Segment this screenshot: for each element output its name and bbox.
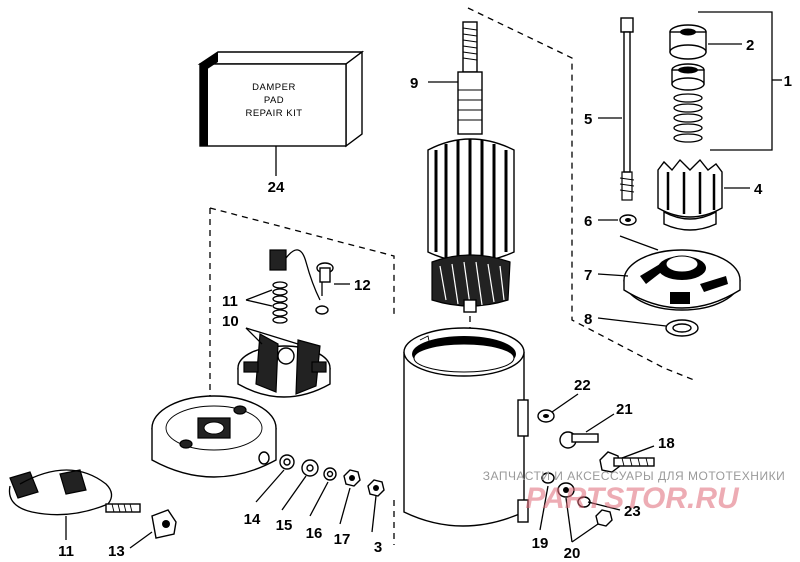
commutator-end-cap [151,395,277,478]
callout-15: 15 [276,517,293,534]
callout-numbers: 1 2 3 4 5 6 7 8 9 10 11 11 12 13 14 15 1… [58,37,792,562]
thru-bolt [619,17,635,201]
callout-2: 2 [746,37,754,54]
callout-22: 22 [574,377,591,394]
callout-11-upper: 11 [222,293,238,310]
callout-5: 5 [584,111,592,128]
callout-24: 24 [268,179,285,196]
watermark: ЗАПЧАСТИ И АКСЕССУАРЫ ДЛЯ МОТОТЕХНИКИ PA… [483,469,785,515]
drive-nut-stack [669,24,707,143]
callout-20: 20 [564,545,581,562]
callout-10: 10 [222,313,239,330]
callout-7: 7 [584,267,592,284]
watermark-caption: ЗАПЧАСТИ И АКСЕССУАРЫ ДЛЯ МОТОТЕХНИКИ [483,469,785,483]
callout-4: 4 [754,181,763,198]
callout-13: 13 [108,543,125,560]
thrust-washer [665,319,699,337]
watermark-brand: PARTSTOR.RU [525,482,740,515]
callout-23: 23 [624,503,641,520]
kit-label-line3: REPAIR KIT [245,108,302,119]
kit-label-line2: PAD [264,95,284,106]
callout-leaders [65,11,782,549]
terminal-hardware-row [279,454,385,497]
brush-holder [237,333,331,398]
starter-frame [403,327,529,527]
lockwasher [619,214,637,226]
kit-label-line1: DAMPER [252,82,296,93]
callout-16: 16 [306,525,323,542]
damper-pad-repair-kit-box: DAMPER PAD REPAIR KIT [197,50,365,176]
callout-18: 18 [658,435,675,452]
callout-21: 21 [616,401,633,418]
callout-17: 17 [334,531,351,548]
loose-brushes [8,469,141,516]
callout-9: 9 [410,75,418,92]
callout-3: 3 [374,539,382,556]
drive-pinion [657,158,723,231]
callout-14: 14 [244,511,261,528]
solenoid-hardware [537,409,655,527]
callout-11-lower: 11 [58,543,74,560]
callout-1: 1 [784,73,792,90]
terminal-screw [316,262,334,296]
callout-6: 6 [584,213,592,230]
callout-19: 19 [532,535,549,552]
callout-8: 8 [584,311,592,328]
drive-end-cap [619,235,741,311]
callout-12: 12 [354,277,371,294]
clamp-nut [151,509,177,539]
brush-set [269,249,329,324]
armature [427,21,515,313]
